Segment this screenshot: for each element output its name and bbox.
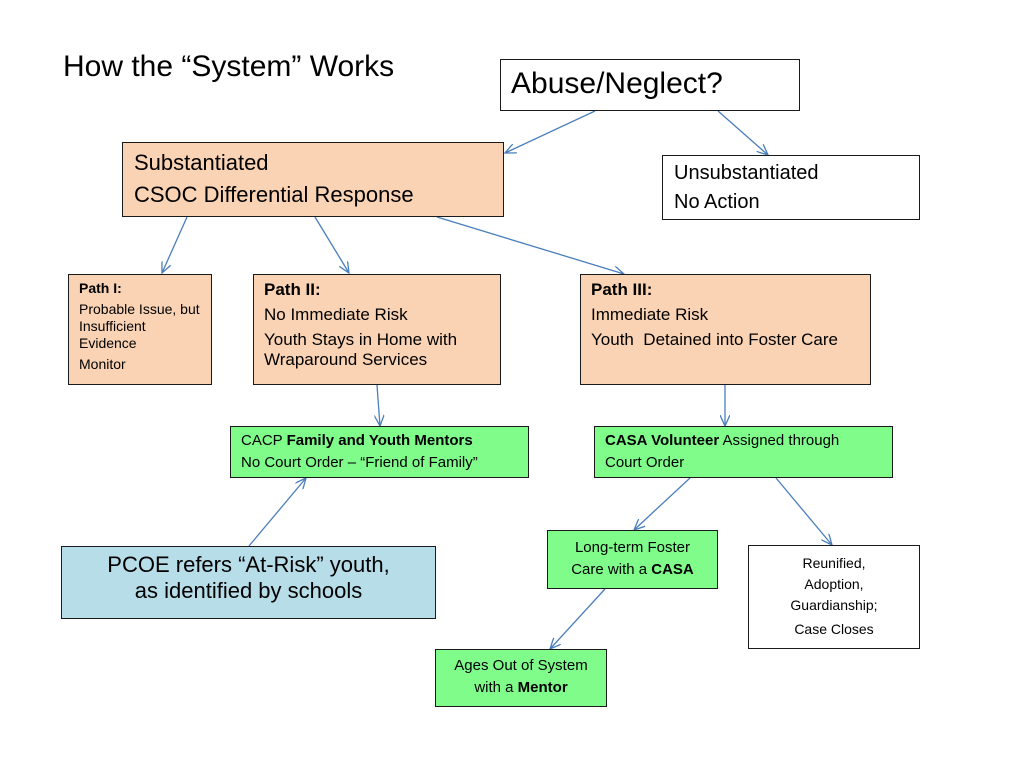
pcoe-line1: PCOE refers “At-Risk” youth, [107, 552, 390, 577]
ages-out-line1: Ages Out of System [454, 657, 588, 674]
path3-description: Youth Detained into Foster Care [591, 330, 838, 349]
ages-out-line2: with a Mentor [442, 677, 600, 699]
ages-out-mentor: Mentor [517, 679, 568, 696]
cacp-prefix: CACP [241, 432, 287, 449]
path3-risk: Immediate Risk [591, 305, 709, 324]
substantiated-box: Substantiated CSOC Differential Response [122, 142, 504, 217]
reunified-line: Reunified, [802, 555, 866, 571]
abuse-neglect-text: Abuse/Neglect? [511, 67, 723, 100]
path1-monitor: Monitor [79, 356, 126, 372]
arrow-substantiated-to-path1 [162, 216, 188, 273]
abuse-neglect-box: Abuse/Neglect? [500, 59, 800, 111]
ages-out-box: Ages Out of System with a Mentor [435, 649, 607, 707]
casa-court-order: Court Order [605, 454, 685, 471]
unsubstantiated-box: Unsubstantiated No Action [662, 155, 920, 220]
page-title: How the “System” Works [63, 50, 395, 83]
path2-box: Path II: No Immediate Risk Youth Stays i… [253, 274, 501, 385]
substantiated-label: Substantiated [134, 150, 269, 175]
path3-box: Path III: Immediate Risk Youth Detained … [580, 274, 871, 385]
long-term-prefix: Care with a [571, 561, 652, 578]
arrow-abuse-to-unsubstantiated [717, 110, 768, 155]
arrow-abuse-to-substantiated [505, 110, 596, 153]
path1-description: Probable Issue, but Insufficient Evidenc… [79, 301, 200, 351]
arrow-substantiated-to-path3 [436, 216, 624, 274]
adoption-line: Adoption, [804, 576, 864, 592]
long-term-line2: Care with a CASA [554, 559, 711, 581]
arrow-pcoe-to-cacp [248, 478, 306, 547]
long-term-foster-care-box: Long-term Foster Care with a CASA [547, 530, 718, 589]
path1-box: Path I: Probable Issue, but Insufficient… [68, 274, 212, 385]
casa-box: CASA Volunteer Assigned through Court Or… [594, 426, 893, 478]
guardianship-line: Guardianship; [790, 597, 878, 613]
path3-heading: Path III: [591, 280, 653, 299]
path2-heading: Path II: [264, 280, 321, 299]
unsubstantiated-label: Unsubstantiated [674, 162, 819, 184]
path2-risk: No Immediate Risk [264, 305, 408, 324]
pcoe-line2: as identified by schools [134, 578, 363, 603]
casa-line1: CASA Volunteer Assigned through [605, 430, 882, 452]
long-term-line1: Long-term Foster [574, 539, 691, 556]
cacp-no-court-order: No Court Order – “Friend of Family” [241, 454, 478, 471]
arrow-longterm-to-agesout [550, 588, 606, 649]
arrow-casa-to-longterm [634, 477, 691, 530]
arrow-substantiated-to-path2 [314, 216, 349, 273]
path1-heading: Path I: [79, 280, 122, 296]
case-closes-line: Case Closes [794, 621, 874, 637]
casa-suffix: Assigned through [719, 432, 840, 449]
csoc-label: CSOC Differential Response [134, 182, 414, 207]
no-action-label: No Action [674, 191, 760, 213]
long-term-casa: CASA [651, 561, 694, 578]
cacp-line1: CACP Family and Youth Mentors [241, 430, 518, 452]
pcoe-box: PCOE refers “At-Risk” youth, as identifi… [61, 546, 436, 619]
reunified-box: Reunified, Adoption, Guardianship; Case … [748, 545, 920, 649]
casa-volunteer: CASA Volunteer [605, 432, 720, 449]
cacp-box: CACP Family and Youth Mentors No Court O… [230, 426, 529, 478]
arrow-path2-to-cacp [377, 384, 380, 426]
ages-out-prefix: with a [474, 679, 518, 696]
arrow-casa-to-reunified [775, 477, 832, 545]
cacp-mentors: Family and Youth Mentors [286, 432, 473, 449]
path2-description: Youth Stays in Home with Wraparound Serv… [264, 330, 458, 369]
